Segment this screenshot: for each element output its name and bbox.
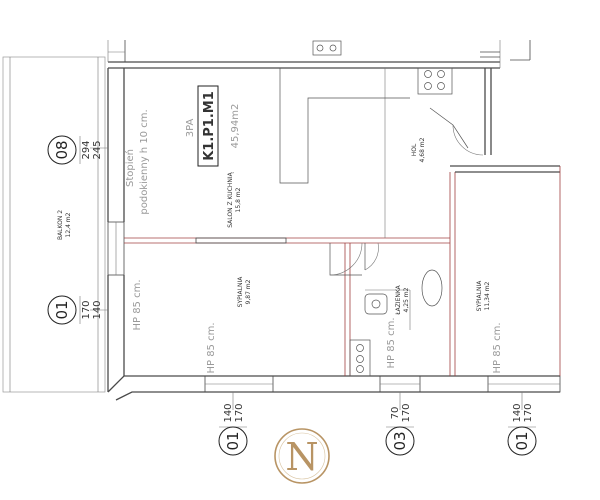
unit-code-box bbox=[197, 85, 219, 167]
svg-text:03: 03 bbox=[391, 431, 409, 450]
svg-text:140: 140 bbox=[512, 403, 523, 422]
svg-text:01: 01 bbox=[224, 431, 242, 450]
window-tag-01-left: 01 170 140 bbox=[47, 295, 103, 325]
logo-ring-icon bbox=[274, 428, 330, 484]
lazienka-area: 4,25 m2 bbox=[403, 287, 410, 312]
hol-name: HOL bbox=[411, 143, 418, 156]
svg-text:70: 70 bbox=[390, 407, 401, 420]
stopien-line1: Stopień bbox=[124, 149, 136, 187]
svg-text:140: 140 bbox=[92, 300, 103, 319]
logo: N bbox=[274, 428, 330, 484]
cooktop-icon bbox=[312, 40, 342, 56]
hol-area: 4,68 m2 bbox=[419, 137, 426, 162]
interior-walls bbox=[124, 68, 561, 376]
svg-text:08: 08 bbox=[53, 140, 71, 159]
svg-text:294: 294 bbox=[81, 140, 92, 159]
window-tag-08: 08 294 245 bbox=[47, 135, 103, 165]
lazienka-name: ŁAZIENKA bbox=[395, 284, 402, 315]
floor-label: 3PA bbox=[185, 119, 196, 138]
room-labels: BALKON 2 12,4 m2 SALON Z KUCHNIĄ 15,8 m2… bbox=[57, 137, 491, 315]
balkon-area: 12,4 m2 bbox=[65, 212, 72, 237]
hp-bedroom2: HP 85 cm. bbox=[492, 322, 503, 373]
hp-bedroom1: HP 85 cm. bbox=[206, 322, 217, 373]
fixtures bbox=[312, 40, 453, 377]
annotations: Stopień podokienny h 10 cm. 3PA K1.P1.M1… bbox=[124, 85, 503, 374]
sypialnia1-area: 9,87 m2 bbox=[245, 279, 252, 304]
balcony bbox=[2, 56, 106, 393]
svg-text:245: 245 bbox=[92, 140, 103, 159]
door-swings bbox=[329, 107, 484, 276]
window-tag-01-bottom-a: 140 170 01 bbox=[218, 403, 248, 456]
svg-text:170: 170 bbox=[523, 403, 534, 422]
toilet-icon bbox=[364, 293, 388, 315]
hp-bathroom: HP 85 cm. bbox=[386, 317, 397, 368]
svg-text:170: 170 bbox=[401, 403, 412, 422]
outer-walls bbox=[107, 40, 561, 401]
window-tag-01-bottom-b: 140 170 01 bbox=[507, 403, 537, 456]
window-ticks bbox=[90, 147, 523, 410]
svg-text:01: 01 bbox=[513, 431, 531, 450]
sypialnia2-name: SYPIALNIA bbox=[476, 280, 483, 312]
stove-icon bbox=[417, 67, 453, 95]
window-tag-03-bottom: 70 170 03 bbox=[385, 403, 415, 456]
sink-icon bbox=[349, 339, 371, 377]
svg-text:140: 140 bbox=[223, 403, 234, 422]
unit-code: K1.P1.M1 bbox=[202, 91, 217, 161]
salon-name: SALON Z KUCHNIĄ bbox=[227, 171, 234, 227]
unit-area: 45,94m2 bbox=[230, 104, 241, 149]
svg-text:01: 01 bbox=[53, 300, 71, 319]
logo-letter: N bbox=[285, 435, 318, 479]
stopien-line2: podokienny h 10 cm. bbox=[139, 109, 150, 214]
sypialnia1-name: SYPIALNIA bbox=[237, 276, 244, 308]
svg-text:170: 170 bbox=[81, 300, 92, 319]
hp-left: HP 85 cm. bbox=[132, 279, 143, 330]
svg-text:170: 170 bbox=[234, 403, 245, 422]
bathtub-icon bbox=[421, 269, 443, 307]
sypialnia2-area: 11,34 m2 bbox=[484, 281, 491, 310]
balkon-name: BALKON 2 bbox=[57, 210, 64, 240]
salon-area: 15,8 m2 bbox=[235, 187, 242, 212]
